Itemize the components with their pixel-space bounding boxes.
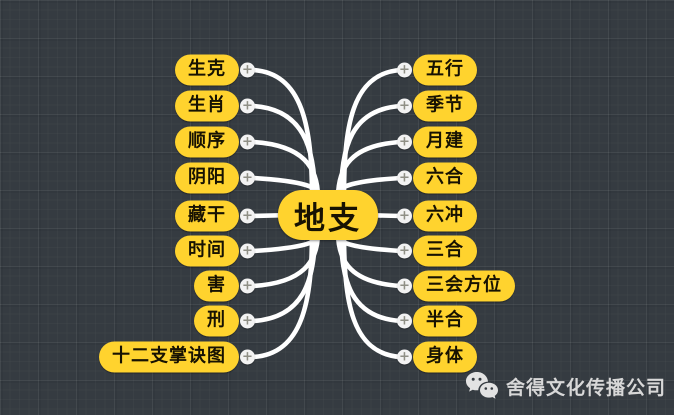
node-label: 藏干 bbox=[188, 204, 226, 226]
expand-icon[interactable]: + bbox=[240, 134, 255, 150]
expand-icon[interactable]: + bbox=[240, 208, 255, 224]
expand-icon[interactable]: + bbox=[397, 243, 412, 259]
node-label: 身体 bbox=[426, 345, 464, 367]
branch-row: 阴阳 + bbox=[175, 162, 255, 194]
node-label: 三合 bbox=[426, 239, 464, 261]
watermark-text: 舍得文化传播公司 bbox=[505, 376, 666, 399]
central-topic[interactable]: 地支 bbox=[278, 190, 378, 240]
branch-row: 六合 + bbox=[397, 162, 477, 194]
node-label: 十二支掌诀图 bbox=[112, 345, 226, 367]
node-label: 生肖 bbox=[188, 94, 226, 116]
node-label: 月建 bbox=[426, 130, 464, 152]
branch-row: 六冲 + bbox=[397, 200, 477, 232]
expand-icon[interactable]: + bbox=[240, 62, 255, 78]
expand-icon[interactable]: + bbox=[397, 134, 412, 150]
mindmap-node[interactable]: 五行 bbox=[413, 54, 477, 86]
mindmap-node[interactable]: 害 bbox=[194, 270, 239, 302]
mindmap-node[interactable]: 藏干 bbox=[175, 200, 239, 232]
mindmap-node[interactable]: 六合 bbox=[413, 162, 477, 194]
branch-row: 刑 + bbox=[194, 305, 255, 337]
expand-icon[interactable]: + bbox=[397, 313, 412, 329]
node-label: 害 bbox=[207, 274, 226, 296]
mindmap-node[interactable]: 时间 bbox=[175, 235, 239, 267]
node-label: 半合 bbox=[426, 309, 464, 331]
mindmap-node[interactable]: 阴阳 bbox=[175, 162, 239, 194]
expand-icon[interactable]: + bbox=[240, 349, 255, 365]
expand-icon[interactable]: + bbox=[397, 170, 412, 186]
branch-row: 害 + bbox=[194, 270, 255, 302]
mindmap-node[interactable]: 三会方位 bbox=[413, 270, 515, 302]
node-label: 六冲 bbox=[426, 204, 464, 226]
branch-row: 时间 + bbox=[175, 235, 255, 267]
mindmap-node[interactable]: 顺序 bbox=[175, 126, 239, 158]
mindmap-node[interactable]: 半合 bbox=[413, 305, 477, 337]
mindmap-node[interactable]: 刑 bbox=[194, 305, 239, 337]
branch-row: 生肖 + bbox=[175, 90, 255, 122]
branch-row: 藏干 + bbox=[175, 200, 255, 232]
expand-icon[interactable]: + bbox=[240, 278, 255, 294]
mindmap-node[interactable]: 三合 bbox=[413, 235, 477, 267]
node-label: 三会方位 bbox=[426, 274, 502, 296]
expand-icon[interactable]: + bbox=[397, 349, 412, 365]
mindmap-node[interactable]: 身体 bbox=[413, 341, 477, 373]
branch-row: 半合 + bbox=[397, 305, 477, 337]
central-topic-label: 地支 bbox=[294, 200, 362, 237]
branch-row: 三会方位 + bbox=[397, 270, 515, 302]
expand-icon[interactable]: + bbox=[397, 278, 412, 294]
node-label: 五行 bbox=[426, 58, 464, 80]
branch-row: 顺序 + bbox=[175, 126, 255, 158]
branch-row: 月建 + bbox=[397, 126, 477, 158]
branch-row: 五行 + bbox=[397, 54, 477, 86]
expand-icon[interactable]: + bbox=[397, 62, 412, 78]
mindmap-node[interactable]: 生肖 bbox=[175, 90, 239, 122]
node-label: 时间 bbox=[188, 239, 226, 261]
branch-row: 十二支掌诀图 + bbox=[99, 341, 255, 373]
expand-icon[interactable]: + bbox=[240, 98, 255, 114]
branch-row: 三合 + bbox=[397, 235, 477, 267]
expand-icon[interactable]: + bbox=[240, 170, 255, 186]
node-label: 顺序 bbox=[188, 130, 226, 152]
node-label: 六合 bbox=[426, 166, 464, 188]
mindmap-node[interactable]: 生克 bbox=[175, 54, 239, 86]
mindmap-node[interactable]: 月建 bbox=[413, 126, 477, 158]
node-label: 生克 bbox=[188, 58, 226, 80]
branch-row: 身体 + bbox=[397, 341, 477, 373]
mindmap-node[interactable]: 季节 bbox=[413, 90, 477, 122]
node-label: 阴阳 bbox=[188, 166, 226, 188]
mindmap-node[interactable]: 六冲 bbox=[413, 200, 477, 232]
watermark: 舍得文化传播公司 bbox=[465, 371, 666, 401]
node-label: 季节 bbox=[426, 94, 464, 116]
wechat-icon bbox=[465, 372, 498, 399]
node-label: 刑 bbox=[207, 309, 226, 331]
expand-icon[interactable]: + bbox=[240, 313, 255, 329]
branch-row: 生克 + bbox=[175, 54, 255, 86]
expand-icon[interactable]: + bbox=[397, 208, 412, 224]
expand-icon[interactable]: + bbox=[240, 243, 255, 259]
branch-row: 季节 + bbox=[397, 90, 477, 122]
expand-icon[interactable]: + bbox=[397, 98, 412, 114]
mindmap-node[interactable]: 十二支掌诀图 bbox=[99, 341, 239, 373]
